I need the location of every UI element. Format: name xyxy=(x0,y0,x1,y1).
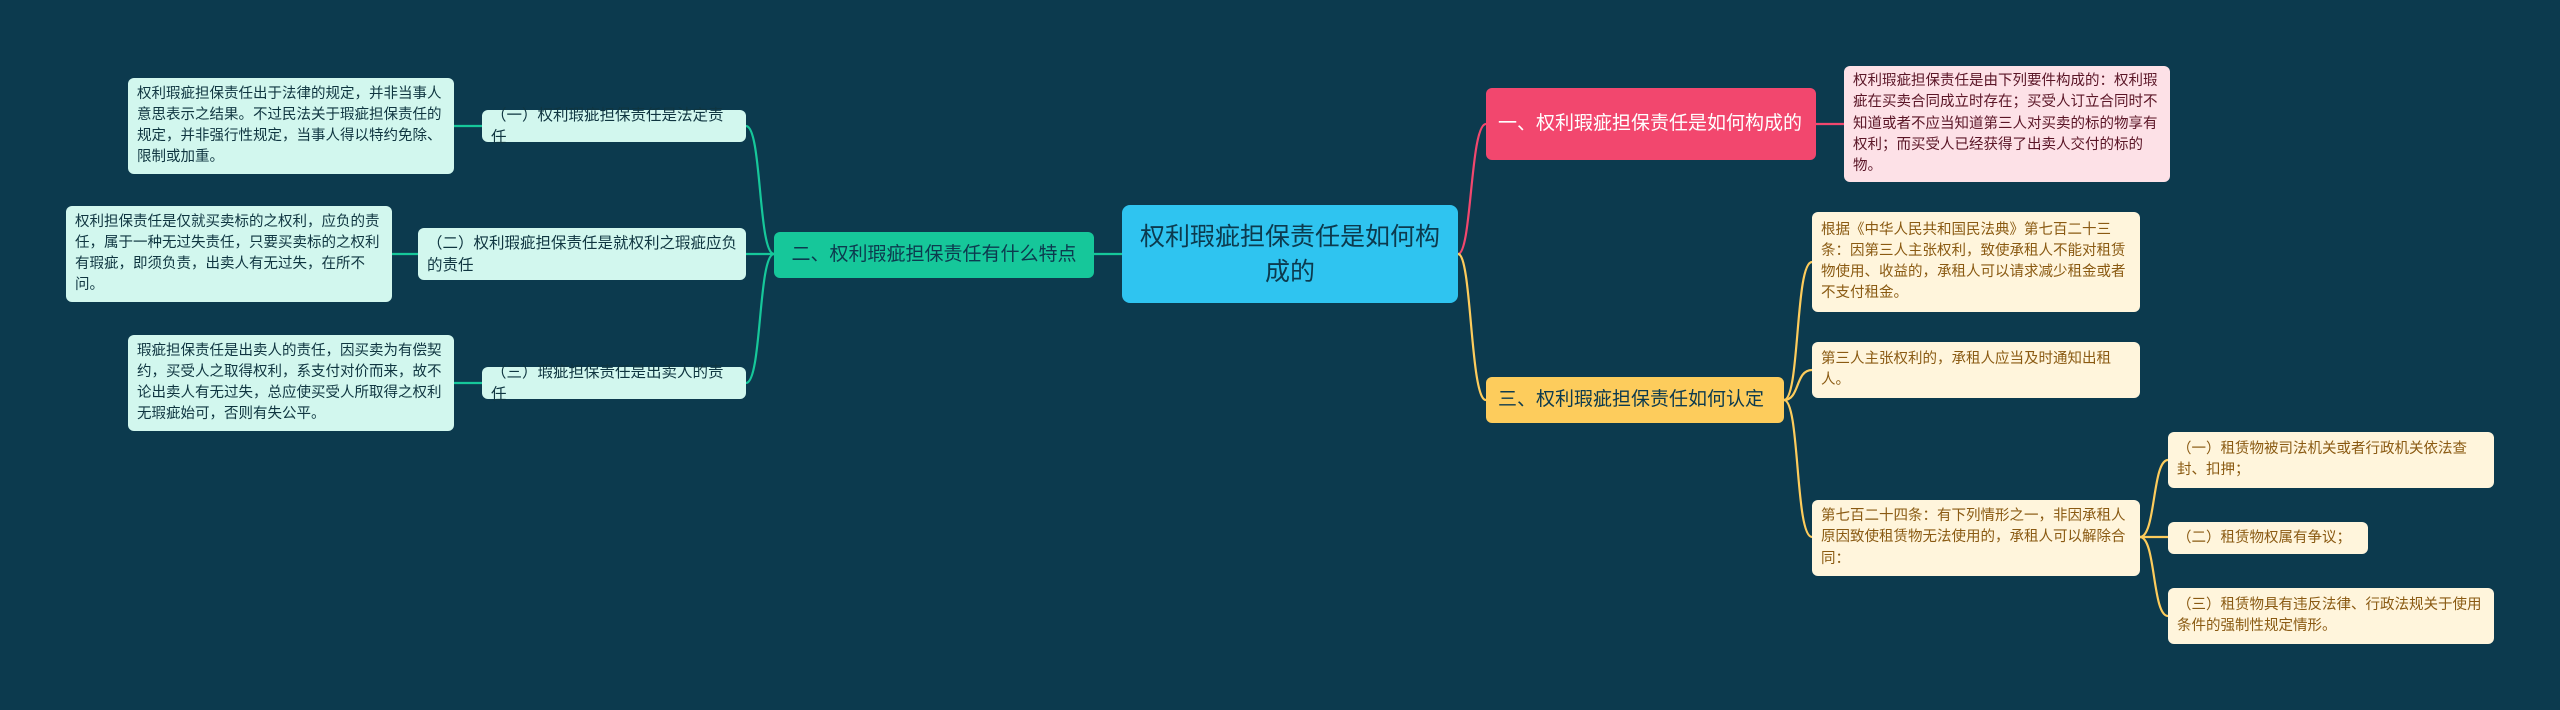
branch-composition-detail[interactable]: 权利瑕疵担保责任是由下列要件构成的：权利瑕疵在买卖合同成立时存在；买受人订立合同… xyxy=(1844,66,2170,182)
branch-characteristics[interactable]: 二、权利瑕疵担保责任有什么特点 xyxy=(774,232,1094,278)
determination-subitem-2[interactable]: （二）租赁物权属有争议； xyxy=(2168,522,2368,554)
link-branch2-item1 xyxy=(745,124,775,256)
characteristic-item-3-detail-text: 瑕疵担保责任是出卖人的责任，因买卖为有偿契约，买受人之取得权利，系支付对价而来，… xyxy=(137,342,442,423)
determination-item-1[interactable]: 根据《中华人民共和国民法典》第七百二十三条：因第三人主张权利，致使承租人不能对租… xyxy=(1812,212,2140,312)
link-branch3-leaf2 xyxy=(1783,368,1813,402)
branch-determination-title: 三、权利瑕疵担保责任如何认定 xyxy=(1498,388,1765,411)
branch-composition-detail-text: 权利瑕疵担保责任是由下列要件构成的：权利瑕疵在买卖合同成立时存在；买受人订立合同… xyxy=(1853,73,2158,174)
central-topic[interactable]: 权利瑕疵担保责任是如何构成的 xyxy=(1122,205,1458,303)
characteristic-item-2-label: （二）权利瑕疵担保责任是就权利之瑕疵应负的责任 xyxy=(427,233,738,274)
branch-characteristics-title: 二、权利瑕疵担保责任有什么特点 xyxy=(791,243,1077,266)
branch-composition-title: 一、权利瑕疵担保责任是如何构成的 xyxy=(1498,112,1803,135)
link-branch2-item3 xyxy=(745,252,775,385)
characteristic-item-2[interactable]: （二）权利瑕疵担保责任是就权利之瑕疵应负的责任 xyxy=(418,228,746,280)
characteristic-item-3[interactable]: （三）瑕疵担保责任是出卖人的责任 xyxy=(482,363,746,403)
link-leaf3-sub1 xyxy=(2139,458,2169,539)
characteristic-item-1-label: （一）权利瑕疵担保责任是法定责任 xyxy=(491,105,724,146)
determination-subitem-3-text: （三）租赁物具有违反法律、行政法规关于使用条件的强制性规定情形。 xyxy=(2177,596,2482,634)
determination-item-3[interactable]: 第七百二十四条：有下列情形之一，非因承租人原因致使租赁物无法使用的，承租人可以解… xyxy=(1812,500,2140,576)
determination-subitem-3[interactable]: （三）租赁物具有违反法律、行政法规关于使用条件的强制性规定情形。 xyxy=(2168,588,2494,644)
link-center-branch1 xyxy=(1457,122,1487,256)
characteristic-item-2-detail[interactable]: 权利担保责任是仅就买卖标的之权利，应负的责任，属于一种无过失责任，只要买卖标的之… xyxy=(66,206,392,302)
link-center-branch3 xyxy=(1456,252,1487,402)
determination-item-1-text: 根据《中华人民共和国民法典》第七百二十三条：因第三人主张权利，致使承租人不能对租… xyxy=(1821,221,2126,302)
characteristic-item-1[interactable]: （一）权利瑕疵担保责任是法定责任 xyxy=(482,106,746,146)
determination-item-3-text: 第七百二十四条：有下列情形之一，非因承租人原因致使租赁物无法使用的，承租人可以解… xyxy=(1821,508,2126,567)
link-branch3-leaf3 xyxy=(1783,398,1813,539)
link-leaf3-sub3 xyxy=(2139,535,2169,618)
determination-subitem-1[interactable]: （一）租赁物被司法机关或者行政机关依法查封、扣押； xyxy=(2168,432,2494,488)
characteristic-item-2-detail-text: 权利担保责任是仅就买卖标的之权利，应负的责任，属于一种无过失责任，只要买卖标的之… xyxy=(75,213,380,294)
central-topic-text: 权利瑕疵担保责任是如何构成的 xyxy=(1140,222,1441,286)
characteristic-item-1-detail[interactable]: 权利瑕疵担保责任出于法律的规定，并非当事人意思表示之结果。不过民法关于瑕疵担保责… xyxy=(128,78,454,174)
characteristic-item-3-label: （三）瑕疵担保责任是出卖人的责任 xyxy=(491,362,724,403)
determination-subitem-1-text: （一）租赁物被司法机关或者行政机关依法查封、扣押； xyxy=(2177,440,2467,478)
branch-determination[interactable]: 三、权利瑕疵担保责任如何认定 xyxy=(1486,377,1784,423)
branch-composition[interactable]: 一、权利瑕疵担保责任是如何构成的 xyxy=(1486,88,1816,160)
determination-item-2-text: 第三人主张权利的，承租人应当及时通知出租人。 xyxy=(1821,350,2111,388)
determination-item-2[interactable]: 第三人主张权利的，承租人应当及时通知出租人。 xyxy=(1812,342,2140,398)
determination-subitem-2-text: （二）租赁物权属有争议； xyxy=(2177,529,2351,546)
link-branch3-leaf1 xyxy=(1783,260,1813,402)
characteristic-item-1-detail-text: 权利瑕疵担保责任出于法律的规定，并非当事人意思表示之结果。不过民法关于瑕疵担保责… xyxy=(137,85,442,166)
characteristic-item-3-detail[interactable]: 瑕疵担保责任是出卖人的责任，因买卖为有偿契约，买受人之取得权利，系支付对价而来，… xyxy=(128,335,454,431)
